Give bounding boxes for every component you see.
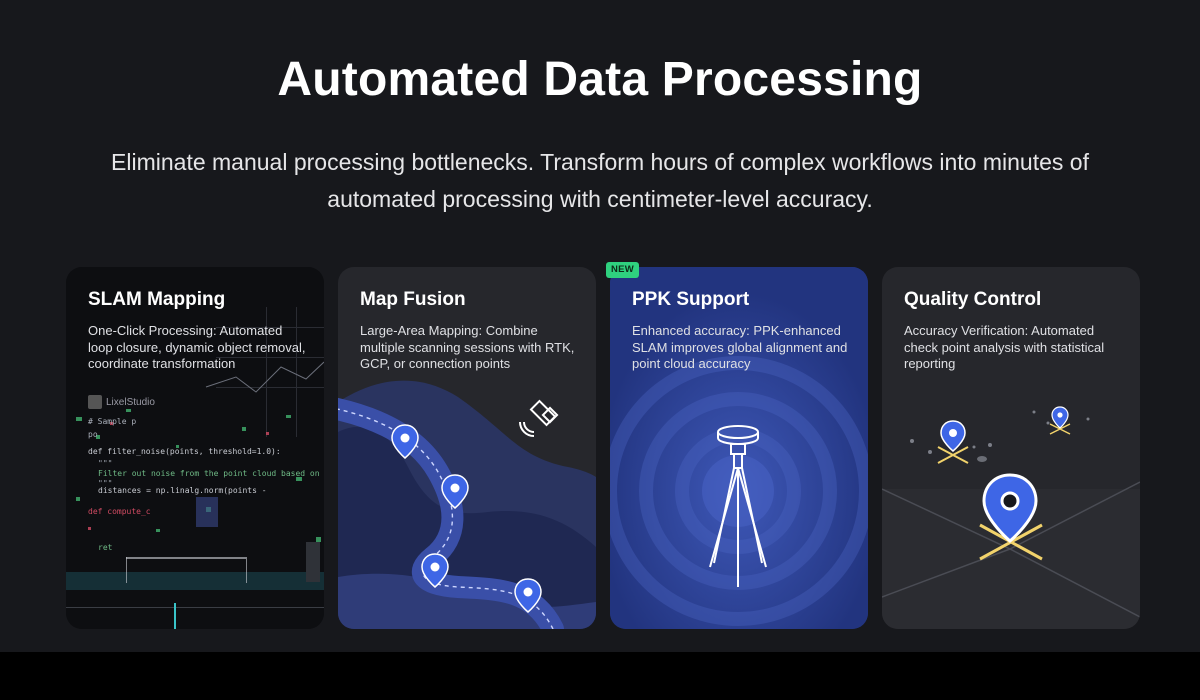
section-subtitle: Eliminate manual processing bottlenecks.… (111, 149, 1089, 212)
location-pin-icon (441, 474, 469, 509)
card-title: PPK Support (632, 289, 750, 310)
card-title: Quality Control (904, 289, 1042, 310)
gnss-tripod-icon (709, 425, 767, 587)
main-check-point-pin-icon (979, 473, 1043, 561)
card-description: Enhanced accuracy: PPK-enhanced SLAM imp… (632, 323, 848, 371)
code-line: def compute_c (88, 507, 151, 516)
code-line: # Sample p (88, 417, 137, 426)
section-title: Automated Data Processing (277, 53, 923, 106)
card-ppk-support[interactable]: PPK Support Enhanced accuracy: PPK-enhan… (610, 267, 868, 629)
code-line: po (88, 430, 98, 439)
satellite-icon (519, 399, 559, 437)
code-line: """ (98, 459, 113, 468)
check-point-pin-icon (937, 420, 969, 464)
code-line: Filter out noise from the point cloud ba… (98, 469, 324, 478)
code-line: """ (98, 479, 113, 488)
bottom-bar (0, 652, 1200, 700)
code-line: distances = np.linalg.norm(points - (98, 486, 267, 495)
slam-code-visual (66, 267, 324, 629)
location-pin-icon (514, 578, 542, 613)
ppk-tripod-visual (610, 267, 868, 629)
check-point-pin-icon (1049, 406, 1071, 435)
code-line: ret (98, 543, 113, 552)
map-fusion-visual (338, 380, 596, 629)
code-line: def filter_noise(points, threshold=1.0): (88, 447, 281, 456)
card-map-fusion[interactable]: Map Fusion Large-Area Mapping: Combine m… (338, 267, 596, 629)
new-badge: NEW (606, 262, 640, 278)
lixelstudio-logo: LixelStudio (88, 395, 155, 409)
card-description: Accuracy Verification: Automated check p… (904, 323, 1105, 371)
card-description: One-Click Processing: Automated loop clo… (88, 323, 306, 371)
location-pin-icon (421, 553, 449, 588)
card-slam-mapping[interactable]: LixelStudio # Sample p po def filter_noi… (66, 267, 324, 629)
card-title: SLAM Mapping (88, 289, 226, 310)
location-pin-icon (391, 424, 419, 459)
quality-control-visual (882, 406, 1140, 629)
card-description: Large-Area Mapping: Combine multiple sca… (360, 323, 575, 371)
lixelstudio-logo-icon (88, 395, 102, 409)
automated-processing-section: Automated Data Processing Eliminate manu… (66, 53, 1140, 629)
card-title: Map Fusion (360, 289, 466, 310)
card-quality-control[interactable]: Quality Control Accuracy Verification: A… (882, 267, 1140, 629)
